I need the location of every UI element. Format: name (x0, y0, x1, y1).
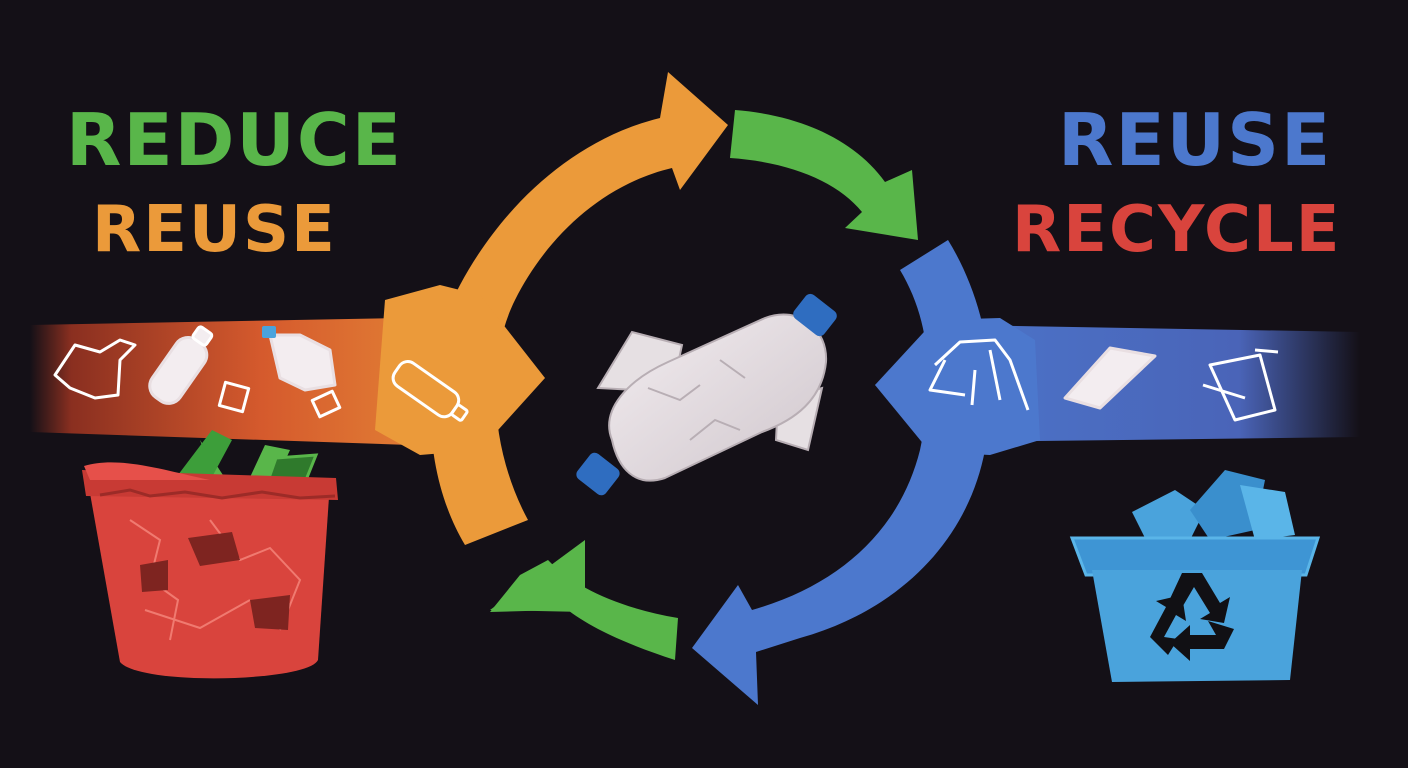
paper-scrap-icon (310, 389, 342, 419)
label-reduce: REDUCE (66, 98, 403, 182)
milk-jug-icon (262, 326, 337, 392)
right-junction (875, 318, 1040, 455)
label-reuse-left: REUSE (92, 193, 337, 267)
blue-arc-arrow (692, 240, 991, 705)
label-reuse-right: REUSE (1058, 98, 1333, 182)
plastic-bag-icon (928, 338, 1030, 411)
left-junction (375, 285, 545, 455)
crumpled-wrapper-icon (53, 338, 137, 400)
red-trash-bin-icon (82, 430, 338, 679)
blue-recycling-bin-icon (1069, 470, 1321, 682)
green-top-arrow (730, 110, 918, 240)
plastic-bottle-icon (391, 360, 469, 422)
paper-sheet-icon (1063, 346, 1157, 410)
left-band-icons (53, 325, 469, 422)
paper-scrap-icon (217, 380, 251, 414)
crushed-bottle-icon (576, 293, 837, 496)
right-band-icons (928, 338, 1279, 422)
plastic-cup-icon (1202, 348, 1279, 422)
green-bottom-arrow-head (490, 540, 585, 612)
label-recycle: RECYCLE (1012, 193, 1342, 267)
plastic-bottle-icon (148, 325, 214, 405)
recycle-symbol-icon (1150, 573, 1234, 661)
